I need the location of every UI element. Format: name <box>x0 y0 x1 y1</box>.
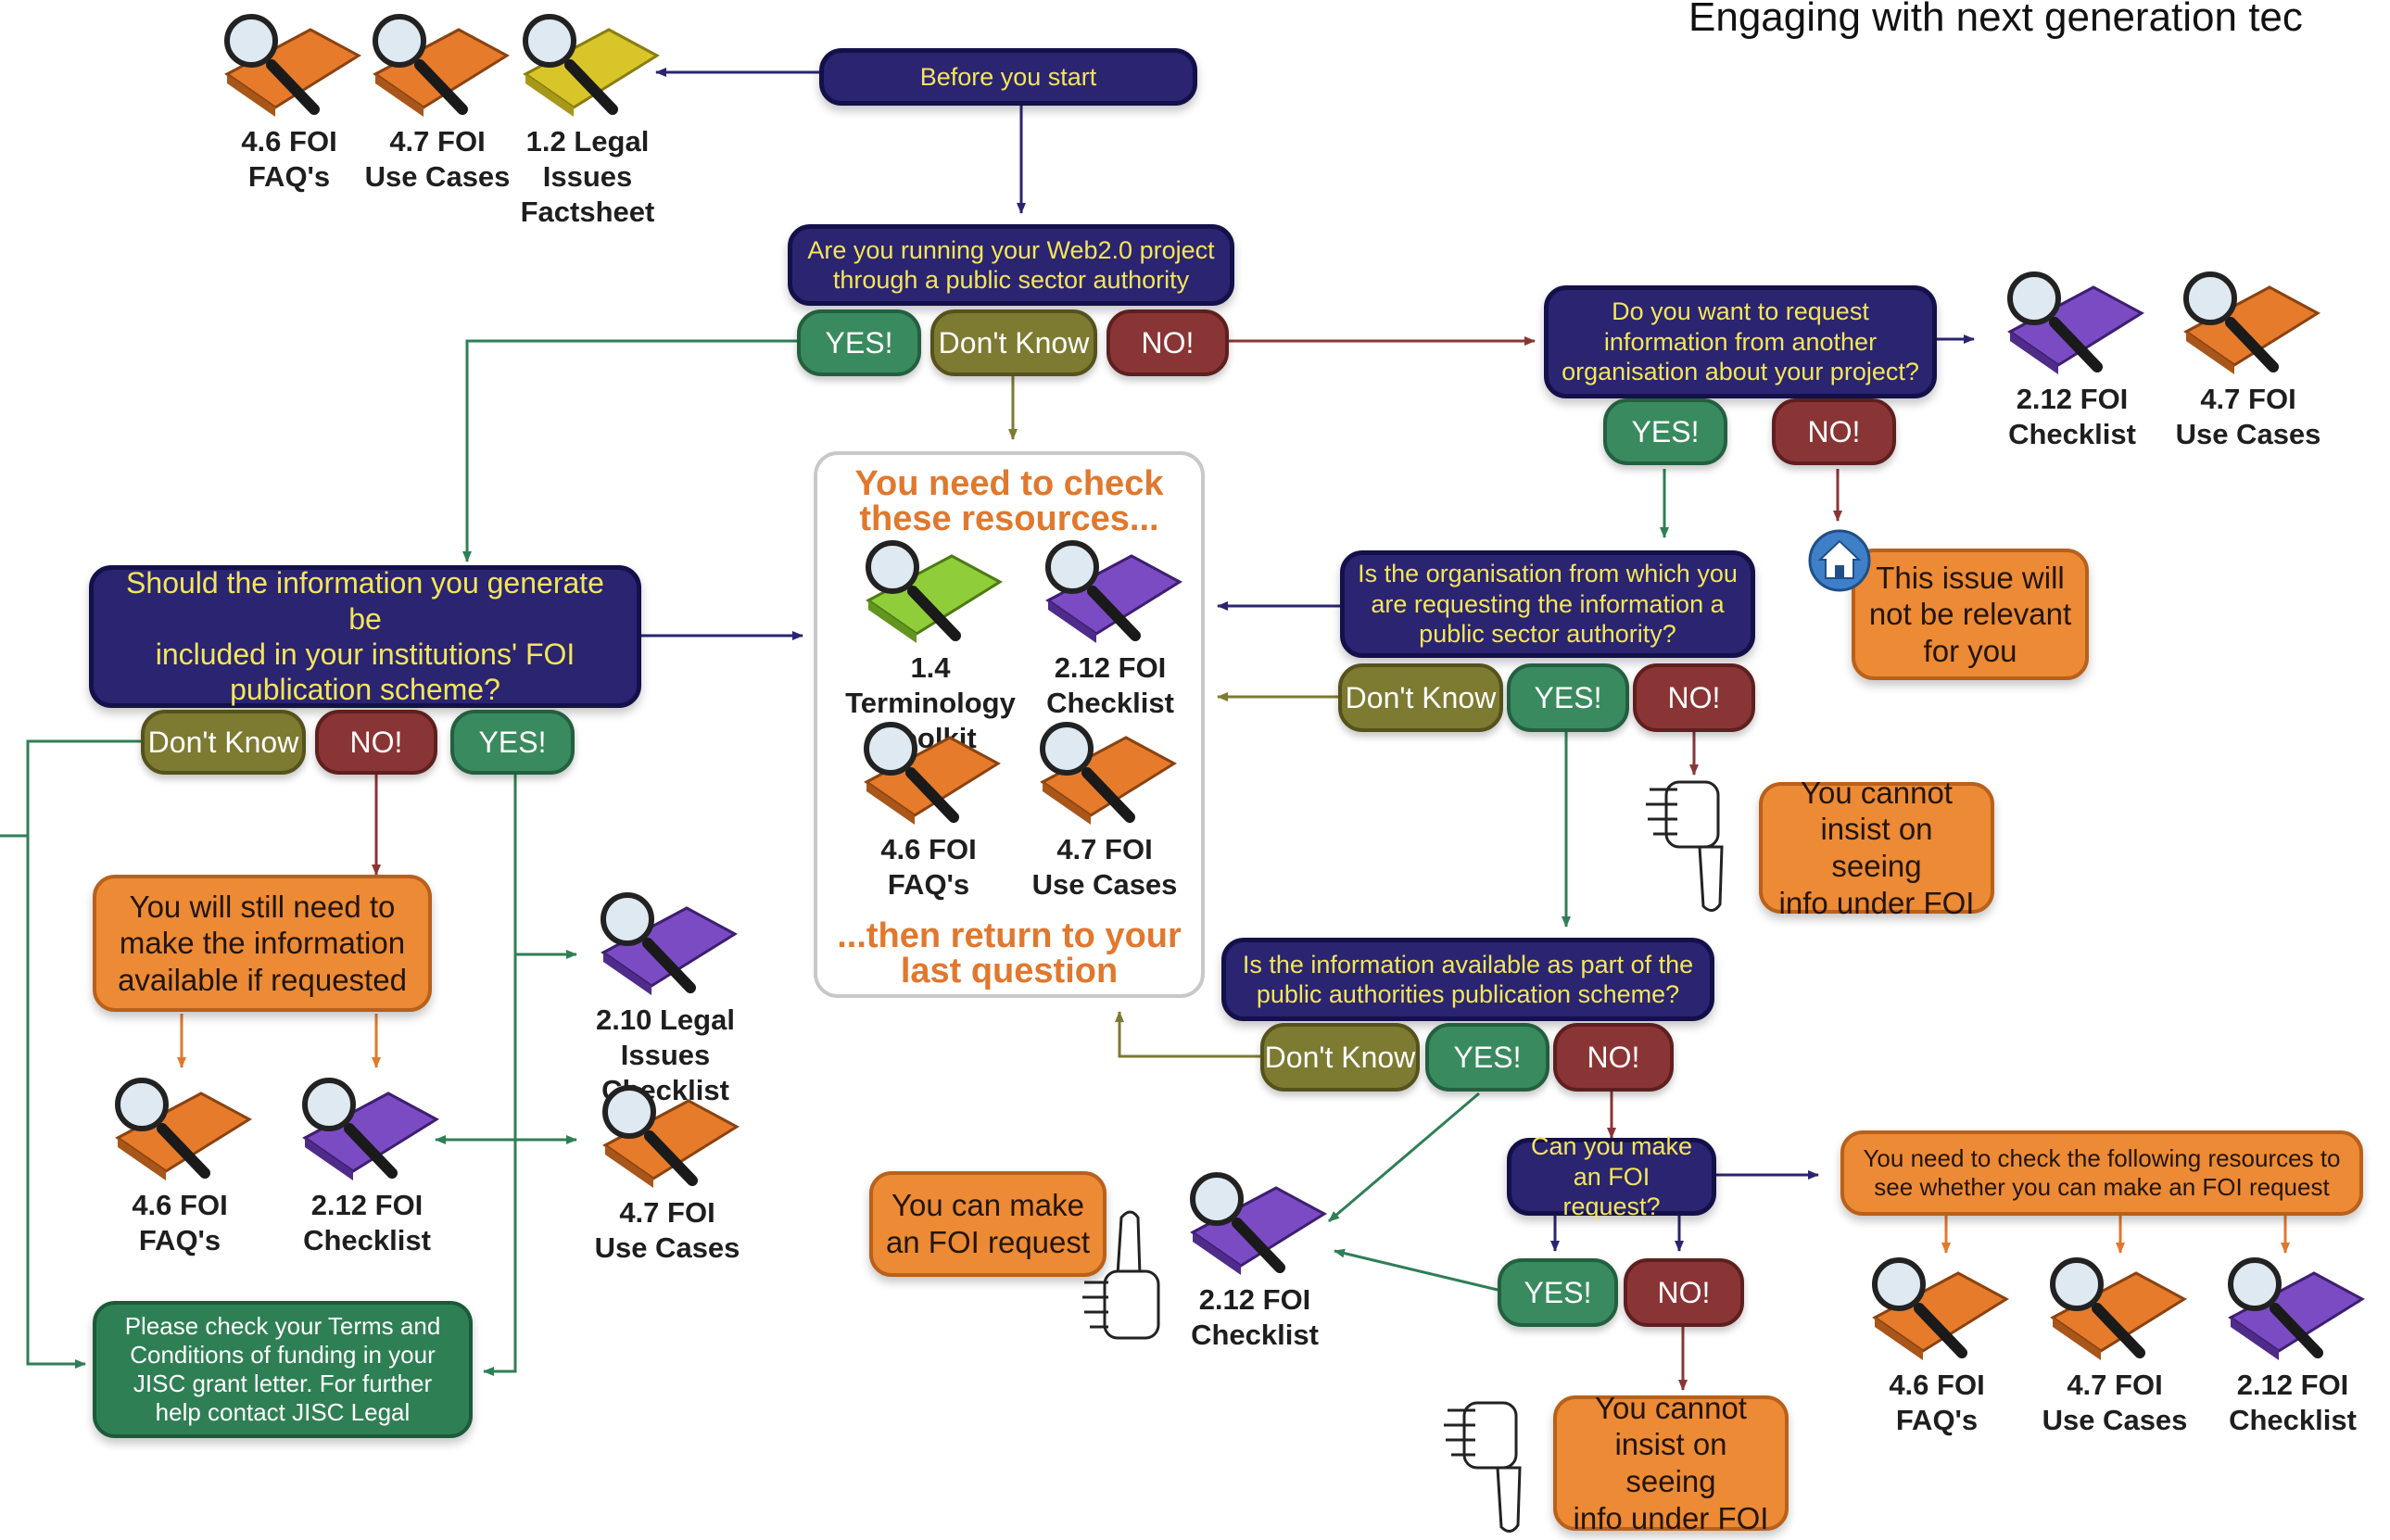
resource-checklist-2-12-top[interactable]: 2.12 FOI Checklist <box>1970 269 2174 452</box>
question-available-scheme: Is the information available as part of … <box>1221 938 1714 1021</box>
request-yes-button[interactable]: YES! <box>1603 398 1727 465</box>
magnifier-book-icon <box>602 1085 740 1188</box>
magnifier-book-icon <box>2007 271 2144 374</box>
outcome-still-need-available: You will still need to make the informat… <box>93 875 432 1012</box>
question-include-scheme: Should the information you generate be i… <box>89 565 641 708</box>
magnifier-book-icon <box>224 14 361 117</box>
available-no-button[interactable]: NO! <box>1553 1023 1674 1092</box>
magnifier-book-icon <box>302 1078 439 1180</box>
org-yes-button[interactable]: YES! <box>1507 663 1629 732</box>
scheme-dont-know-button[interactable]: Don't Know <box>141 710 306 775</box>
magnifier-book-icon <box>864 722 1001 825</box>
scheme-yes-button[interactable]: YES! <box>450 710 575 775</box>
magnifier-book-icon <box>2050 1257 2187 1360</box>
outcome-can-make-request: You can make an FOI request <box>869 1171 1106 1277</box>
thumbs-down-icon <box>1646 780 1724 912</box>
resource-use-cases-4-7-bottom[interactable]: 4.7 FOI Use Cases <box>2013 1255 2217 1438</box>
magnifier-book-icon <box>373 14 510 117</box>
thumbs-down-icon <box>1444 1401 1522 1533</box>
magnifier-book-icon <box>866 540 1003 643</box>
resource-use-cases-4-7-left[interactable]: 4.7 FOI Use Cases <box>565 1082 769 1266</box>
magnifier-book-icon <box>1872 1257 2009 1360</box>
arrow-web20-yes <box>462 339 797 562</box>
resource-faq-4-6-left[interactable]: 4.6 FOI FAQ's <box>78 1075 282 1258</box>
resource-checklist-2-12-panel[interactable]: 2.12 FOI Checklist <box>1008 537 1212 721</box>
outcome-check-terms: Please check your Terms and Conditions o… <box>93 1301 473 1438</box>
outcome-cannot-insist-1: You cannot insist on seeing info under F… <box>1759 776 1994 920</box>
resource-checklist-2-12-bottom[interactable]: 2.12 FOI Checklist <box>2191 1255 2390 1438</box>
arrow-available-yes <box>1328 1092 1480 1223</box>
magnifier-book-icon <box>523 14 660 117</box>
question-web20-project: Are you running your Web2.0 project thro… <box>788 224 1234 306</box>
available-yes-button[interactable]: YES! <box>1425 1023 1549 1092</box>
resource-checklist-2-12-left[interactable]: 2.12 FOI Checklist <box>265 1075 469 1258</box>
web20-yes-button[interactable]: YES! <box>797 309 921 376</box>
question-request-other-org: Do you want to request information from … <box>1544 285 1937 398</box>
resource-use-cases-4-7-top[interactable]: 4.7 FOI Use Cases <box>2146 269 2350 452</box>
org-dont-know-button[interactable]: Don't Know <box>1338 663 1503 732</box>
panel-footer: ...then return to your last question <box>837 916 1182 991</box>
arrow-scheme-yes <box>483 775 517 1376</box>
check-following-resources-node: You need to check the following resource… <box>1840 1130 2363 1216</box>
resource-faq-4-6-panel[interactable]: 4.6 FOI FAQ's <box>827 719 1031 903</box>
outcome-not-relevant: This issue will not be relevant for you <box>1852 549 2089 680</box>
resource-legal-checklist-2-10[interactable]: 2.10 Legal Issues Checklist <box>563 890 767 1107</box>
house-icon <box>1808 529 1871 592</box>
resource-checklist-2-12-mid[interactable]: 2.12 FOI Checklist <box>1153 1169 1357 1353</box>
resource-faq-4-6[interactable]: 4.6 FOI FAQ's <box>187 11 391 195</box>
request-no-button[interactable]: NO! <box>1772 398 1896 465</box>
web20-dont-know-button[interactable]: Don't Know <box>930 309 1097 376</box>
can-request-no-button[interactable]: NO! <box>1624 1258 1744 1327</box>
outcome-cannot-insist-2: You cannot insist on seeing info under F… <box>1553 1391 1789 1535</box>
available-dont-know-button[interactable]: Don't Know <box>1260 1023 1420 1092</box>
resource-faq-4-6-bottom[interactable]: 4.6 FOI FAQ's <box>1835 1255 2039 1438</box>
arrow-can-request-yes-outcome <box>1334 1248 1498 1292</box>
resource-use-cases-4-7[interactable]: 4.7 FOI Use Cases <box>335 11 539 195</box>
question-org-public-sector: Is the organisation from which you are r… <box>1340 550 1755 658</box>
arrow-available-dontknow <box>1115 1011 1260 1058</box>
thumbs-up-icon <box>1082 1210 1160 1340</box>
scheme-no-button[interactable]: NO! <box>315 710 437 775</box>
magnifier-book-icon <box>2228 1257 2365 1360</box>
magnifier-book-icon <box>1045 540 1182 643</box>
magnifier-book-icon <box>115 1078 252 1180</box>
magnifier-book-icon <box>2183 271 2320 374</box>
web20-no-button[interactable]: NO! <box>1106 309 1229 376</box>
question-can-make-request: Can you make an FOI request? <box>1507 1132 1716 1220</box>
resource-legal-factsheet-1-2[interactable]: 1.2 Legal Issues Factsheet <box>486 11 689 229</box>
magnifier-book-icon <box>601 892 738 995</box>
org-no-button[interactable]: NO! <box>1633 663 1755 732</box>
arrow-scheme-dontknow <box>26 739 145 1369</box>
can-request-yes-button[interactable]: YES! <box>1498 1258 1618 1327</box>
resource-use-cases-4-7-panel[interactable]: 4.7 FOI Use Cases <box>1003 719 1207 903</box>
page-title: Engaging with next generation tec <box>1688 0 2303 40</box>
magnifier-book-icon <box>1040 722 1177 825</box>
magnifier-book-icon <box>1190 1172 1327 1275</box>
before-you-start-node[interactable]: Before you start <box>819 48 1197 106</box>
panel-heading: You need to check these resources... <box>854 464 1164 538</box>
